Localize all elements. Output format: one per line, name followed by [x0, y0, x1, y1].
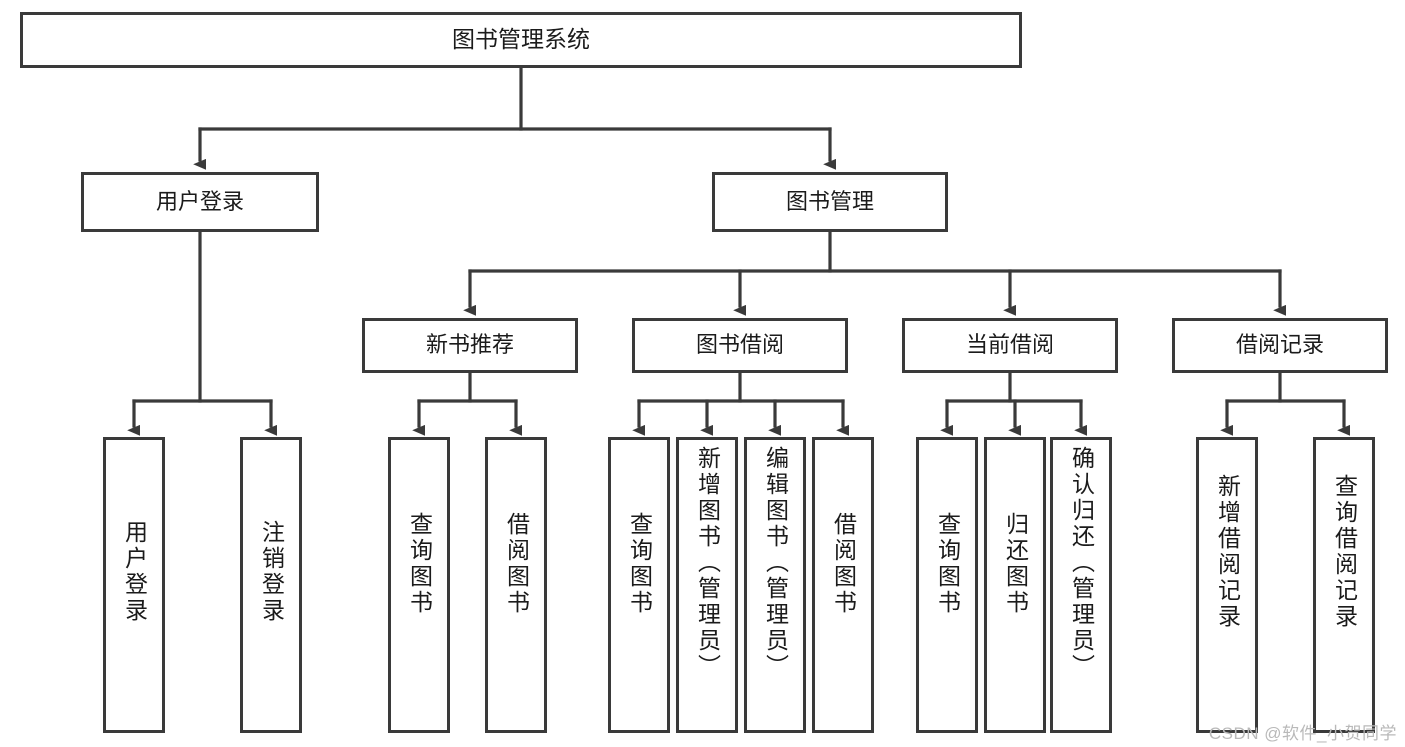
node-leaf-borrow-book-1-label: 借阅图书: [503, 512, 530, 616]
node-leaf-logout-label: 注销登录: [258, 520, 285, 624]
node-user-login[interactable]: 用户登录: [81, 172, 319, 232]
node-root-label: 图书管理系统: [452, 26, 590, 53]
node-leaf-return-book-label: 归还图书: [1002, 512, 1029, 616]
node-leaf-borrow-book-1[interactable]: 借阅图书: [485, 437, 547, 733]
node-leaf-confirm-return-label: 确认归还（管理员）: [1068, 446, 1095, 680]
node-leaf-return-book[interactable]: 归还图书: [984, 437, 1046, 733]
node-leaf-query-record[interactable]: 查询借阅记录: [1313, 437, 1375, 733]
node-leaf-query-book-2-label: 查询图书: [626, 512, 653, 616]
node-current-borrow[interactable]: 当前借阅: [902, 318, 1118, 373]
node-book-borrow[interactable]: 图书借阅: [632, 318, 848, 373]
node-leaf-add-book-label: 新增图书（管理员）: [694, 446, 721, 680]
node-leaf-add-record[interactable]: 新增借阅记录: [1196, 437, 1258, 733]
node-user-login-label: 用户登录: [155, 188, 244, 214]
node-leaf-query-book-1[interactable]: 查询图书: [388, 437, 450, 733]
node-leaf-query-record-label: 查询借阅记录: [1331, 474, 1358, 630]
node-leaf-edit-book[interactable]: 编辑图书（管理员）: [744, 437, 806, 733]
node-leaf-confirm-return[interactable]: 确认归还（管理员）: [1050, 437, 1112, 733]
node-leaf-query-book-2[interactable]: 查询图书: [608, 437, 670, 733]
node-book-manage-label: 图书管理: [785, 188, 874, 214]
node-borrow-record-label: 借阅记录: [1235, 332, 1324, 358]
node-borrow-record[interactable]: 借阅记录: [1172, 318, 1388, 373]
node-leaf-user-login-label: 用户登录: [121, 520, 148, 624]
node-leaf-edit-book-label: 编辑图书（管理员）: [762, 446, 789, 680]
node-leaf-query-book-3-label: 查询图书: [934, 512, 961, 616]
node-leaf-logout[interactable]: 注销登录: [240, 437, 302, 733]
node-leaf-query-book-3[interactable]: 查询图书: [916, 437, 978, 733]
node-book-borrow-label: 图书借阅: [695, 332, 784, 358]
node-book-manage[interactable]: 图书管理: [712, 172, 948, 232]
node-leaf-borrow-book-2-label: 借阅图书: [830, 512, 857, 616]
node-new-book-recommend-label: 新书推荐: [425, 332, 514, 358]
node-leaf-user-login[interactable]: 用户登录: [103, 437, 165, 733]
node-current-borrow-label: 当前借阅: [965, 332, 1054, 358]
node-root[interactable]: 图书管理系统: [20, 12, 1022, 68]
node-leaf-add-book[interactable]: 新增图书（管理员）: [676, 437, 738, 733]
node-leaf-query-book-1-label: 查询图书: [406, 512, 433, 616]
watermark: CSDN @软件_小贺同学: [1208, 724, 1397, 743]
node-leaf-add-record-label: 新增借阅记录: [1214, 474, 1241, 630]
node-leaf-borrow-book-2[interactable]: 借阅图书: [812, 437, 874, 733]
node-new-book-recommend[interactable]: 新书推荐: [362, 318, 578, 373]
